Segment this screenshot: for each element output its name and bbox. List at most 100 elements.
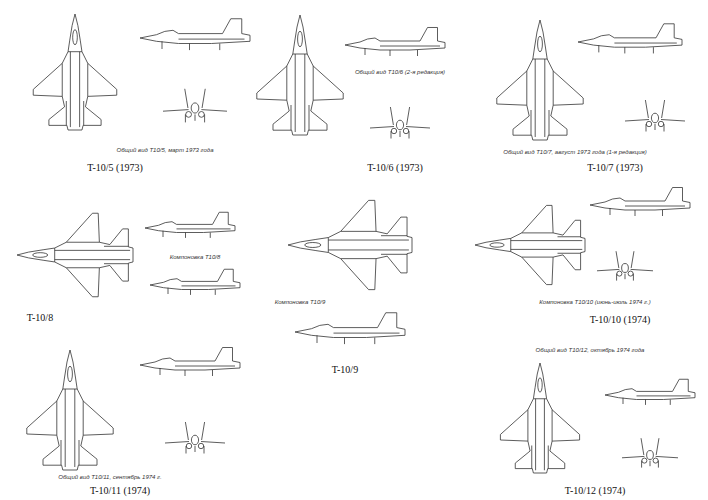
side-outline [150,269,240,289]
side-outline [140,348,240,371]
variant-label: T-10/8 [25,312,55,324]
side-view [145,212,235,238]
canopy [33,253,48,258]
variant-label: T-10/12 (1974) [563,485,627,497]
canopy [298,31,303,47]
plan-outline [27,350,113,470]
side-view [605,379,695,405]
side-view [150,269,240,295]
structure-lines [328,231,409,258]
fuselage-section [396,120,403,130]
intake [199,112,205,118]
intake [658,121,663,126]
front-view [370,107,430,139]
side-outline [605,379,695,399]
drawing-caption: Компоновка Т10/10 (июнь-июль 1974 г.) [537,299,652,306]
plan-outline [33,14,117,130]
side-outline [345,27,445,50]
fuselage-section [191,103,199,113]
intake [646,121,651,126]
front-view [625,100,685,132]
front-lines [370,107,430,139]
intake [617,271,622,276]
side-details [160,366,235,376]
side-view [590,188,690,217]
plan-outline [288,200,412,289]
structure-lines [511,233,583,257]
side-outline [145,212,235,232]
drawing-caption: Общий вид Т10/7, август 1973 года (1-я р… [501,149,649,156]
variant-label: T-10/6 (1973) [365,162,424,174]
plan-outline [257,15,343,135]
drawing-caption: Общий вид Т10/11, сентябрь 1974 г. [56,474,163,481]
side-outline [590,188,690,211]
variant-label: T-10/5 (1973) [85,162,144,174]
front-view [622,438,678,467]
drawing-caption: Общий вид Т10/12, октябрь 1974 года [534,347,647,354]
plan-view [33,14,117,130]
intake [403,128,408,133]
front-lines [622,438,678,467]
plan-outline [500,363,579,473]
intake [186,112,192,118]
plan-view [17,213,133,297]
side-details [610,206,685,216]
side-details [163,229,231,238]
plan-view [475,205,585,284]
canopy [305,243,321,248]
intake [198,443,203,448]
front-view [165,422,225,454]
structure-lines [287,54,313,132]
plan-view [497,20,583,140]
side-details [365,46,440,56]
drawing-caption: Компоновка Т10/9 [273,299,328,306]
structure-lines [55,242,130,268]
structure-lines [527,59,553,137]
side-view [140,348,240,377]
structure-lines [62,52,88,127]
plan-outline [17,213,133,297]
drawing-caption: Компоновка Т10/8 [168,254,223,261]
side-details [162,39,245,50]
plan-outline [475,205,585,284]
plan-view [257,15,343,135]
side-details [599,43,677,53]
intake [642,458,647,463]
intake [186,443,191,448]
plan-view [288,200,412,289]
structure-lines [57,389,83,467]
plan-outline [497,20,583,140]
side-outline [140,19,250,44]
drawing-caption: Общий вид Т10/6 (2-я редакция) [353,69,447,76]
canopy [538,378,542,392]
front-lines [597,251,653,280]
plan-view [27,350,113,470]
fuselage-section [191,435,198,445]
variant-label: T-10/7 (1973) [585,162,644,174]
canopy [538,36,543,52]
front-view [597,251,653,280]
side-details [317,333,400,344]
intake [653,458,658,463]
front-lines [163,89,227,123]
side-outline [578,24,682,47]
front-view [163,89,227,123]
canopy [490,243,504,247]
fuselage-section [651,113,658,123]
intake [628,271,633,276]
canopy [73,30,78,45]
front-lines [165,422,225,454]
variant-label: T-10/11 (1974) [88,485,152,497]
fuselage-section [622,264,629,273]
side-view [345,27,445,56]
intake [391,128,396,133]
canopy [68,366,73,382]
side-details [168,286,236,295]
side-view [140,19,250,50]
variant-label: T-10/9 [330,364,360,376]
variant-label: T-10/10 (1974) [588,314,652,326]
side-outline [295,313,405,338]
drawing-caption: Общий вид Т10/5, март 1973 года [115,147,216,154]
side-details [623,396,691,405]
